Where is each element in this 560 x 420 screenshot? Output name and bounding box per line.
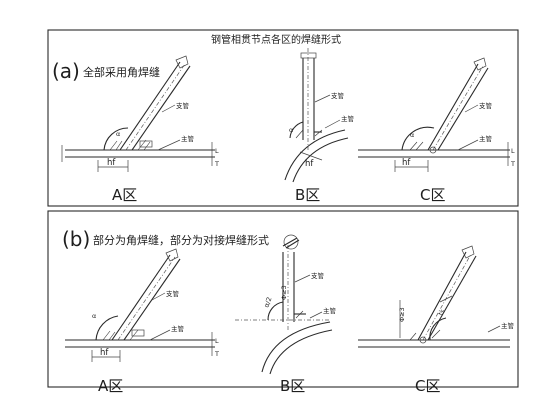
section-a-caption: 全部采用角焊缝 bbox=[83, 65, 160, 79]
section-b-zone-b-alpha2: α/2 bbox=[262, 296, 273, 309]
section-b-zone-c-detail: ts Φ≥3 主管 bbox=[358, 245, 515, 348]
section-b-zone-b-label: B区 bbox=[280, 377, 305, 395]
section-b-zone-b-phi: Φ≥3 bbox=[280, 285, 288, 300]
section-b-zone-a-main-label: 主管 bbox=[171, 324, 185, 333]
section-a-zone-a-label: A区 bbox=[112, 186, 137, 204]
section-a-zone-b-detail: 支管 主管 α hf bbox=[284, 48, 355, 183]
section-b-zone-c-label: C区 bbox=[415, 377, 440, 395]
section-a-zone-b-hf: hf bbox=[305, 159, 314, 169]
section-a-zone-b-label: B区 bbox=[295, 186, 320, 204]
section-b-tag: (b) bbox=[62, 227, 90, 251]
section-a-zone-a-hf: hf bbox=[107, 158, 116, 168]
section-a-zone-c-alpha: α bbox=[410, 131, 414, 139]
section-a-zone-a-detail: 支管 主管 α hf L T bbox=[61, 55, 219, 172]
section-b-zone-a-hf: hf bbox=[100, 348, 109, 358]
section-b-zone-c-ts: ts bbox=[437, 307, 447, 317]
section-b-zone-a-T: T bbox=[214, 350, 219, 358]
section-a-zone-c-hf: hf bbox=[402, 158, 411, 168]
section-a-zone-b-alpha: α bbox=[289, 126, 293, 134]
section-a-zone-b-branch-label: 支管 bbox=[331, 91, 345, 100]
section-b-frame bbox=[47, 210, 519, 388]
section-a-zone-c-branch-label: 支管 bbox=[479, 101, 493, 110]
section-a-zone-c-main-label: 主管 bbox=[479, 134, 493, 143]
section-a-zone-a-alpha: α bbox=[116, 130, 120, 138]
section-b-zone-a-label: A区 bbox=[98, 377, 123, 395]
section-b-zone-c-main-label: 主管 bbox=[501, 321, 515, 330]
section-a-zone-c-T: T bbox=[510, 160, 515, 168]
section-a-zone-a-L: L bbox=[215, 147, 219, 155]
section-a-zone-a-main-label: 主管 bbox=[181, 134, 195, 143]
section-a-frame bbox=[47, 29, 519, 207]
section-a-zone-a-T: T bbox=[214, 160, 219, 168]
section-b-zone-a-detail: 支管 主管 α hf L T bbox=[65, 248, 219, 362]
section-a-zone-c-label: C区 bbox=[420, 186, 445, 204]
section-b-zone-b-main-label: 主管 bbox=[323, 306, 337, 315]
section-a-tag: (a) bbox=[52, 59, 80, 83]
section-b-zone-c-phi: Φ≥3 bbox=[398, 307, 406, 322]
section-a-zone-b-main-label: 主管 bbox=[341, 114, 355, 123]
section-b-zone-b-branch-label: 支管 bbox=[311, 271, 325, 280]
section-a-zone-a-branch-label: 支管 bbox=[176, 101, 190, 110]
section-a-zone-c-detail: 支管 主管 α hf L T bbox=[358, 57, 515, 172]
section-b-zone-a-alpha: α bbox=[92, 312, 96, 320]
section-b-caption: 部分为角焊缝，部分为对接焊缝形式 bbox=[93, 233, 269, 247]
section-b-zone-a-L: L bbox=[215, 337, 219, 345]
section-a-zone-c-L: L bbox=[511, 147, 515, 155]
section-b-zone-b-detail: 支管 主管 α/2 Φ≥3 bbox=[235, 234, 337, 375]
section-b-zone-a-branch-label: 支管 bbox=[166, 289, 180, 298]
drawing-title: 钢管相贯节点各区的焊缝形式 bbox=[211, 33, 341, 46]
